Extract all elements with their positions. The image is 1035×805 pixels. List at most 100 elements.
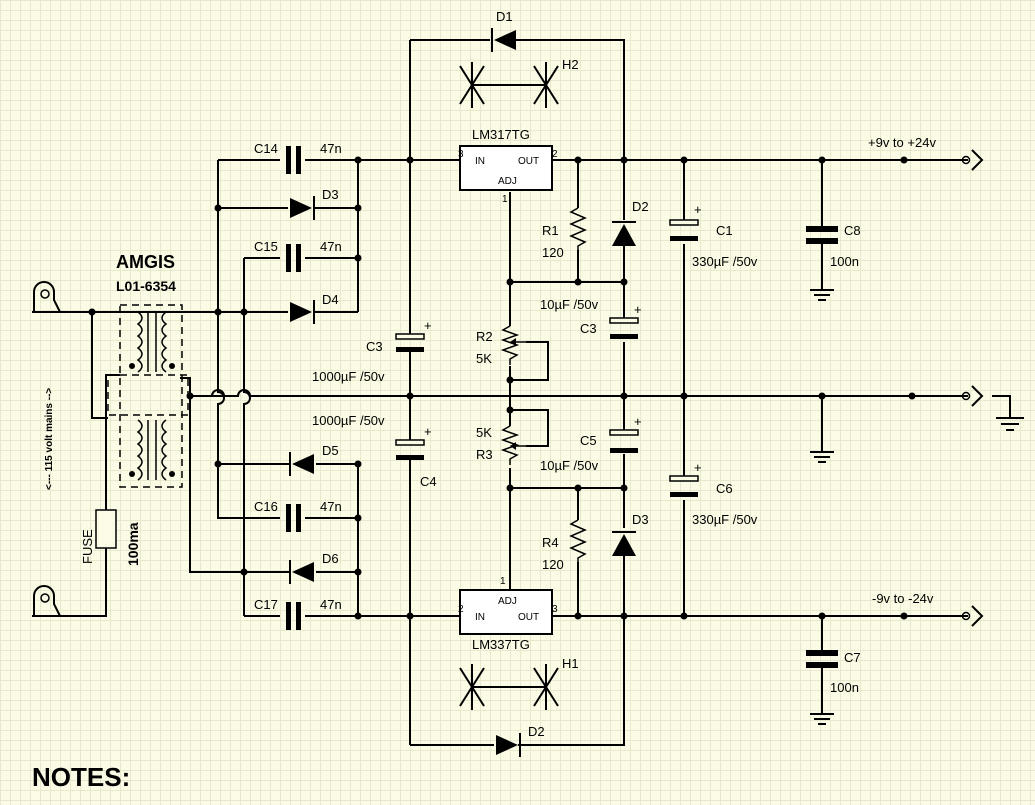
r2-value: 5K xyxy=(476,351,492,366)
c15-value: 47n xyxy=(320,239,342,254)
capacitor-c7 xyxy=(806,650,838,668)
c8-value: 100n xyxy=(830,254,859,269)
capacitor-c5: + xyxy=(609,414,642,453)
c17-value: 47n xyxy=(320,597,342,612)
lm317-pin-adj: ADJ xyxy=(498,176,517,187)
c3-adj-label: C3 xyxy=(580,321,597,336)
lm337-pin2: 2 xyxy=(458,604,464,615)
fuse: FUSE 100ma xyxy=(80,509,141,566)
c5-value: 10µF /50v xyxy=(540,458,599,473)
r3-value: 5K xyxy=(476,425,492,440)
r1-value: 120 xyxy=(542,245,564,260)
svg-text:+: + xyxy=(634,414,642,429)
d2-label: D2 xyxy=(632,199,649,214)
output-terminal-negative xyxy=(961,605,984,627)
c7-label: C7 xyxy=(844,650,861,665)
svg-text:+: + xyxy=(694,460,702,475)
lm317-pin1: 1 xyxy=(502,194,508,205)
c16-value: 47n xyxy=(320,499,342,514)
diode-d6 xyxy=(289,560,314,584)
diode-d3-rectifier xyxy=(290,196,315,220)
lm317-label: LM317TG xyxy=(472,127,530,142)
diode-d4 xyxy=(290,300,315,324)
transformer-part: L01-6354 xyxy=(116,278,176,294)
svg-text:+: + xyxy=(694,202,702,217)
potentiometer-r2 xyxy=(500,325,526,365)
d3-label: D3 xyxy=(632,512,649,527)
c8-label: C8 xyxy=(844,223,861,238)
heatsink-h2 xyxy=(459,62,559,108)
r1-label: R1 xyxy=(542,223,559,238)
c3-filter-label: C3 xyxy=(366,339,383,354)
fuse-label: FUSE xyxy=(80,529,95,564)
capacitor-c15 xyxy=(286,244,301,272)
output-positive-label: +9v to +24v xyxy=(868,135,936,150)
lm317-pin-in: IN xyxy=(475,156,485,167)
diode-d5 xyxy=(289,452,314,476)
d6-label: D6 xyxy=(322,551,339,566)
lm337-pin-in: IN xyxy=(475,612,485,623)
capacitor-c1: + xyxy=(669,202,702,241)
c3-adj-value: 10µF /50v xyxy=(540,297,599,312)
resistor-r1 xyxy=(569,207,587,250)
potentiometer-r3 xyxy=(500,425,526,465)
h1-label: H1 xyxy=(562,656,579,671)
c15-label: C15 xyxy=(254,239,278,254)
c14-value: 47n xyxy=(320,141,342,156)
capacitor-c16 xyxy=(286,504,301,532)
output-negative-label: -9v to -24v xyxy=(872,591,934,606)
regulator-lm337: ADJ IN OUT xyxy=(459,589,553,635)
svg-text:+: + xyxy=(634,302,642,317)
c6-value: 330µF /50v xyxy=(692,512,758,527)
diode-d2-bottom xyxy=(496,733,521,757)
c1-value: 330µF /50v xyxy=(692,254,758,269)
c7-value: 100n xyxy=(830,680,859,695)
lm337-pin-out: OUT xyxy=(518,612,539,623)
capacitor-c6: + xyxy=(669,460,702,497)
c1-label: C1 xyxy=(716,223,733,238)
notes-heading: NOTES: xyxy=(32,762,130,792)
resistor-r4 xyxy=(569,519,587,562)
d5-label: D5 xyxy=(322,443,339,458)
r3-label: R3 xyxy=(476,447,493,462)
mains-terminal-top xyxy=(33,281,61,313)
svg-text:+: + xyxy=(424,318,432,333)
capacitor-c3-adj: + xyxy=(609,302,642,339)
diode-d2 xyxy=(612,221,636,246)
d3-rect-label: D3 xyxy=(322,187,339,202)
lm337-pin1: 1 xyxy=(500,576,506,587)
lm317-pin3: 3 xyxy=(458,149,464,160)
output-terminal-positive xyxy=(961,149,984,171)
r4-label: R4 xyxy=(542,535,559,550)
lm337-pin-adj: ADJ xyxy=(498,596,517,607)
lm337-pin3: 3 xyxy=(552,604,558,615)
capacitor-c8 xyxy=(806,226,838,244)
lm317-pin2: 2 xyxy=(552,149,558,160)
d4-label: D4 xyxy=(322,292,339,307)
c3-filter-value: 1000µF /50v xyxy=(312,369,385,384)
capacitor-c3-filter: + xyxy=(395,318,432,352)
transformer-brand: AMGIS xyxy=(116,252,175,272)
capacitor-c17 xyxy=(286,602,301,630)
d1-label: D1 xyxy=(496,9,513,24)
regulator-lm317: IN OUT ADJ xyxy=(459,145,553,191)
r4-value: 120 xyxy=(542,557,564,572)
transformer xyxy=(107,304,189,488)
h2-label: H2 xyxy=(562,57,579,72)
lm337-label: LM337TG xyxy=(472,637,530,652)
c17-label: C17 xyxy=(254,597,278,612)
junction-dots xyxy=(88,156,916,620)
c6-label: C6 xyxy=(716,481,733,496)
mains-label: <--- 115 volt mains --> xyxy=(44,388,55,490)
capacitor-c14 xyxy=(280,146,305,174)
capacitor-c4: + xyxy=(395,424,432,460)
diode-d1 xyxy=(491,28,516,52)
d2-bottom-label: D2 xyxy=(528,724,545,739)
r2-label: R2 xyxy=(476,329,493,344)
wires xyxy=(32,39,1024,746)
c16-label: C16 xyxy=(254,499,278,514)
c4-label: C4 xyxy=(420,474,437,489)
lm317-pin-out: OUT xyxy=(518,156,539,167)
heatsink-h1 xyxy=(459,664,559,710)
